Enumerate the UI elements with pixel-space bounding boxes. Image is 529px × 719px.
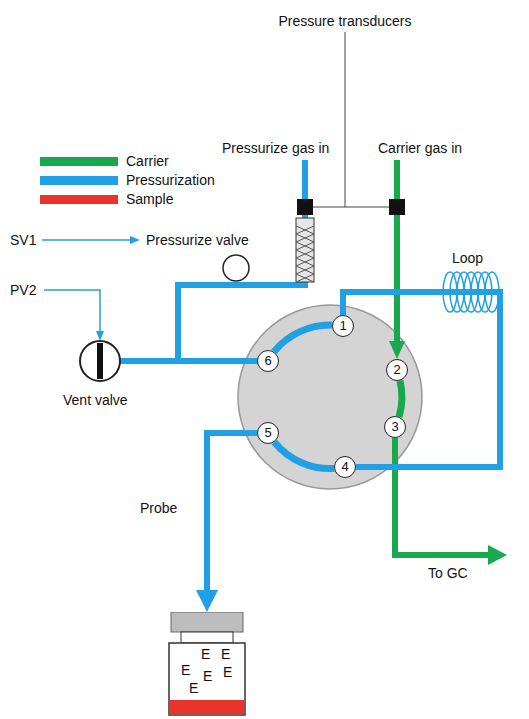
pointer-arrowhead <box>96 331 104 341</box>
part-label: Carrier gas in <box>378 140 462 156</box>
headspace-letter: E <box>221 646 230 662</box>
legend-swatch <box>40 157 118 166</box>
pointer-arrow <box>44 290 100 332</box>
vial-outline <box>167 612 247 717</box>
flow-connector <box>399 381 402 417</box>
port-number: 3 <box>391 420 398 434</box>
part-label: Probe <box>140 500 177 516</box>
part-label: To GC <box>428 565 468 581</box>
valve-symbol <box>80 341 120 381</box>
filter-hatch <box>296 226 314 282</box>
port-number: 6 <box>264 354 271 368</box>
flow-connector <box>343 292 500 467</box>
part-label: Vent valve <box>63 392 128 408</box>
headspace-letter: E <box>223 664 232 680</box>
sample-vial: EEEEEE <box>167 612 247 717</box>
valve-symbol <box>223 255 249 281</box>
carrier-arrowhead <box>389 341 405 359</box>
flow-connector <box>274 442 334 469</box>
legend-swatch <box>40 195 118 204</box>
port-circle: 5 <box>257 422 279 444</box>
legend-text: Sample <box>126 191 173 207</box>
vial-body <box>169 643 245 715</box>
headspace-letter: E <box>189 680 198 696</box>
headspace-letter: E <box>201 646 210 662</box>
port-circle: 6 <box>257 350 279 372</box>
filter-hatch <box>296 226 314 282</box>
flow-connector <box>207 433 257 590</box>
port-circle: 3 <box>384 416 406 438</box>
part-label: PV2 <box>10 282 36 298</box>
pressurization-line <box>178 160 305 361</box>
filter-symbol <box>296 218 314 282</box>
leader-line <box>313 207 389 208</box>
part-label: SV1 <box>10 232 36 248</box>
flow-connector <box>274 325 332 352</box>
carrier-arrowhead <box>488 545 507 565</box>
part-label: Loop <box>452 250 483 266</box>
sample-liquid <box>170 700 245 714</box>
port-number: 1 <box>339 319 346 333</box>
vent-line <box>118 358 178 364</box>
valve-bar <box>97 343 103 379</box>
headspace-letter: E <box>181 662 190 678</box>
pressure-transducer <box>297 199 313 215</box>
port-number: 4 <box>341 460 348 474</box>
port-circle: 1 <box>332 315 354 337</box>
carrier-line <box>395 438 490 555</box>
port-circle: 4 <box>334 456 356 478</box>
part-label: Pressurize gas in <box>222 140 329 156</box>
port-circle: 2 <box>386 359 408 381</box>
pointer-arrow <box>42 239 132 241</box>
leader-line <box>345 32 346 207</box>
headspace-letter: E <box>203 668 212 684</box>
part-label: Pressurize valve <box>146 232 249 248</box>
port-number: 2 <box>393 363 400 377</box>
legend-text: Pressurization <box>126 172 215 188</box>
legend-text: Carrier <box>126 153 169 169</box>
legend-swatch <box>40 176 118 185</box>
part-label: Pressure transducers <box>278 13 411 29</box>
vial-neck <box>181 632 233 643</box>
carrier-line <box>394 160 400 343</box>
pressure-transducer <box>389 199 405 215</box>
pointer-arrowhead <box>130 236 140 244</box>
vial-cap <box>171 612 243 632</box>
port-number: 5 <box>264 426 271 440</box>
